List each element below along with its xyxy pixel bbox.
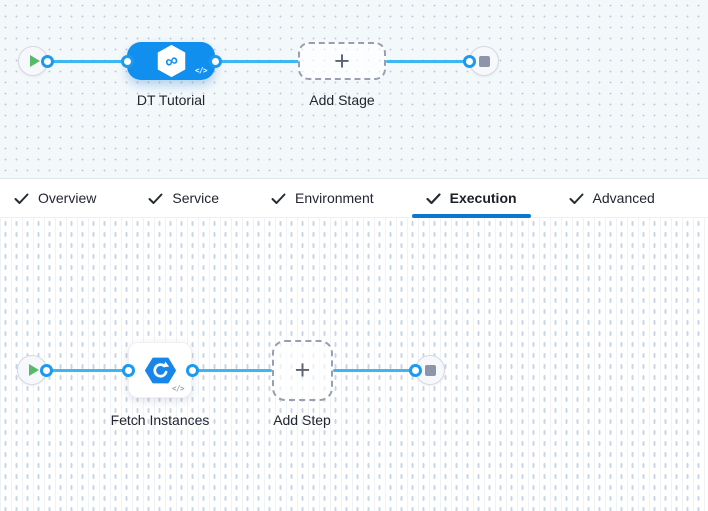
stage-config-tabbar: Overview Service Environment Execution A… [0,178,708,218]
edge [46,368,128,372]
add-stage-button[interactable]: + [298,42,386,80]
tab-service[interactable]: Service [134,179,233,217]
plus-icon: + [294,355,311,385]
play-icon [29,55,40,67]
tab-execution[interactable]: Execution [411,179,531,218]
execution-graph-canvas[interactable]: </> + Fetch Instances Add Step [0,218,708,511]
tab-environment[interactable]: Environment [257,179,388,217]
step-node-fetch-instances[interactable]: </> [128,342,192,398]
play-icon [28,364,39,376]
check-icon [148,193,163,204]
connector-port[interactable] [40,54,54,68]
tab-advanced[interactable]: Advanced [555,179,669,217]
tab-label: Overview [38,190,97,206]
edge [215,59,299,63]
code-view-toggle-icon[interactable]: </> [171,384,185,393]
stage-graph-canvas[interactable]: ∞ </> + DT Tutorial Add Stage [0,0,708,178]
connector-port[interactable] [462,54,476,68]
check-icon [569,193,584,204]
connector-port[interactable] [208,54,222,68]
check-icon [271,193,286,204]
cd-stage-icon: ∞ [157,44,185,78]
check-icon [426,192,441,204]
tab-overview[interactable]: Overview [0,179,110,217]
add-step-button[interactable]: + [272,340,333,401]
connector-port[interactable] [121,363,135,377]
add-stage-label: Add Stage [309,92,375,108]
check-icon [14,193,29,204]
edge [333,368,415,372]
tab-label: Environment [295,190,374,206]
connector-port[interactable] [408,363,422,377]
step-label: Fetch Instances [110,412,210,428]
connector-port[interactable] [185,363,199,377]
edge [47,59,128,63]
tab-label: Service [172,190,220,206]
edge [192,368,272,372]
code-view-toggle-icon[interactable]: </> [194,66,208,75]
tab-label: Execution [449,190,517,206]
tab-label: Advanced [592,190,655,206]
fetch-instances-step-icon [144,357,176,383]
add-step-label: Add Step [273,412,331,428]
connector-port[interactable] [120,54,134,68]
stage-node-dt-tutorial[interactable]: ∞ </> [127,42,215,80]
svg-text:∞: ∞ [162,49,181,72]
stop-icon [478,55,490,67]
connector-port[interactable] [39,363,53,377]
stage-label: DT Tutorial [136,92,206,108]
edge [386,59,469,63]
plus-icon: + [334,45,350,76]
stop-icon [424,364,436,376]
